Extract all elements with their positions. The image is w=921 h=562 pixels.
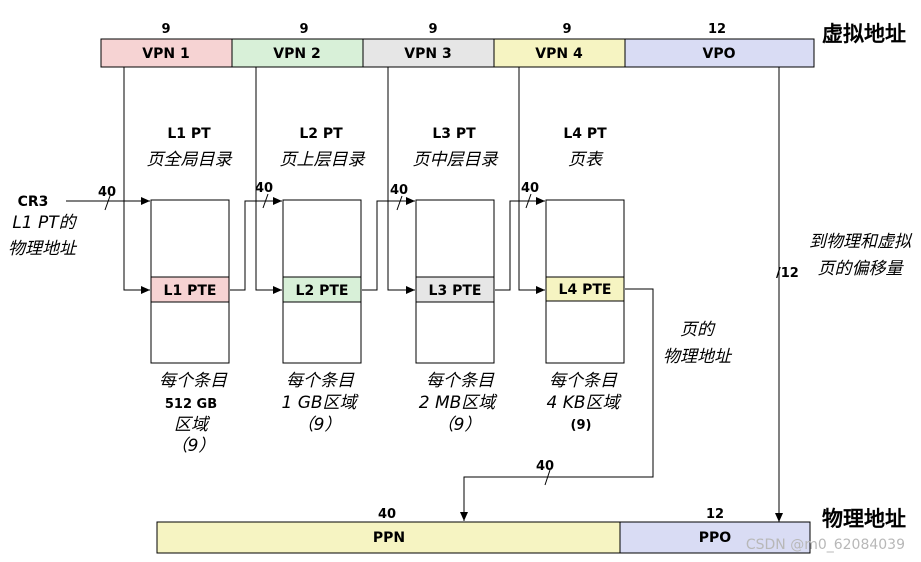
- l3-note-line2: 2 MB区域: [419, 393, 499, 413]
- vpn1-field: [100, 38, 233, 68]
- l2-pte-label: L2 PTE: [296, 283, 349, 299]
- offset-bits: /12: [776, 266, 799, 281]
- l3-arrow-bits: 40: [390, 183, 408, 198]
- l4-note-line3: (9): [571, 418, 592, 433]
- cr3-desc-line1: L1 PT的: [12, 213, 77, 233]
- l4-pte-label: L4 PTE: [559, 282, 612, 298]
- l3-to-l4-arrow: [495, 197, 545, 291]
- l2-note-line1: 每个条目: [286, 371, 355, 391]
- l3-page-table: L3 PTE: [415, 199, 495, 364]
- l1-note-line3: 区域: [174, 415, 211, 435]
- cr3-desc-line2: 物理地址: [8, 239, 78, 259]
- l2-to-l3-arrow: [362, 197, 415, 291]
- l1-note-line2: 512 GB: [165, 397, 217, 412]
- l3-table-desc: 页中层目录: [413, 150, 499, 170]
- ppo-field: [619, 521, 811, 554]
- ppn-arrow-bits: 40: [536, 459, 554, 474]
- l4-table-desc: 页表: [568, 150, 604, 170]
- l1-pte-label: L1 PTE: [164, 283, 217, 299]
- ppn-field: [156, 521, 621, 554]
- l1-table-name: L1 PT: [167, 126, 211, 142]
- l2-pte: [282, 276, 362, 303]
- vpn2-label: VPN 2: [273, 46, 320, 62]
- vpo-label: VPO: [703, 46, 736, 62]
- vpn1-index-arrow: [123, 67, 150, 294]
- l4-pte-to-ppn-arrow: [460, 288, 654, 521]
- l1-page-table: L1 PTE: [150, 199, 230, 364]
- watermark: CSDN @m0_62084039: [746, 537, 905, 553]
- vpo-bits: 12: [708, 22, 726, 37]
- l2-table-desc: 页上层目录: [280, 150, 366, 170]
- pte-chain-arrows: [230, 193, 545, 291]
- offset-note-line1: 到物理和虚拟: [809, 232, 913, 252]
- vpn1-label: VPN 1: [142, 46, 189, 62]
- l2-page-table: L2 PTE: [282, 199, 362, 364]
- vpn4-label: VPN 4: [535, 46, 583, 62]
- l1-to-l2-arrow: [230, 197, 282, 291]
- l1-note-line1: 每个条目: [159, 371, 228, 391]
- l1-pte: [150, 276, 230, 303]
- l3-note-line1: 每个条目: [426, 371, 495, 391]
- physical-address-bar: PPN PPO 40 12 物理地址: [156, 507, 906, 554]
- l2-note-line2: 1 GB区域: [281, 393, 359, 413]
- ppn-label: PPN: [373, 530, 405, 546]
- vpn-index-arrows: [123, 67, 545, 294]
- l3-pte: [415, 276, 495, 303]
- l1-note-line4: （9）: [171, 436, 216, 456]
- page-phys-note-line2: 物理地址: [663, 347, 733, 367]
- l4-note-line2: 4 KB区域: [546, 393, 622, 413]
- l4-arrow-bits: 40: [521, 181, 539, 196]
- virtual-address-title: 虚拟地址: [822, 22, 906, 46]
- l4-pte: [545, 276, 625, 302]
- cr3-label: CR3: [18, 194, 49, 210]
- cr3-pointer-arrow: [66, 195, 150, 211]
- l4-table-name: L4 PT: [563, 126, 607, 142]
- page-phys-note-line1: 页的: [680, 320, 716, 340]
- ppo-label: PPO: [699, 530, 732, 546]
- l3-pte-label: L3 PTE: [429, 283, 482, 299]
- l3-table-name: L3 PT: [432, 126, 476, 142]
- vpn2-index-arrow: [255, 67, 282, 294]
- l2-arrow-bits: 40: [255, 181, 273, 196]
- offset-note-line2: 页的偏移量: [818, 259, 905, 279]
- vpn2-bits: 9: [299, 22, 308, 37]
- vpn3-label: VPN 3: [404, 46, 451, 62]
- vpn2-field: [231, 38, 364, 68]
- l4-page-table: L4 PTE: [545, 199, 625, 364]
- ppn-bits: 40: [378, 507, 396, 522]
- l2-table-name: L2 PT: [299, 126, 343, 142]
- l4-note-line1: 每个条目: [549, 371, 618, 391]
- vpn3-index-arrow: [387, 67, 415, 294]
- vpn4-index-arrow: [518, 67, 545, 294]
- l2-note-line3: （9）: [297, 415, 342, 435]
- vpo-field: [624, 38, 815, 68]
- l1-table-desc: 页全局目录: [147, 150, 233, 170]
- vpn1-bits: 9: [161, 22, 170, 37]
- physical-address-title: 物理地址: [822, 507, 906, 531]
- ppo-bits: 12: [706, 507, 724, 522]
- vpn3-field: [362, 38, 495, 68]
- cr3-arrow-bits: 40: [98, 185, 116, 200]
- virtual-address-bar: VPN 1 VPN 2 VPN 3 VPN 4 VPO 9 9 9 9 12 虚…: [100, 22, 906, 68]
- vpn4-bits: 9: [562, 22, 571, 37]
- vpn3-bits: 9: [428, 22, 437, 37]
- l3-note-line3: （9）: [437, 415, 482, 435]
